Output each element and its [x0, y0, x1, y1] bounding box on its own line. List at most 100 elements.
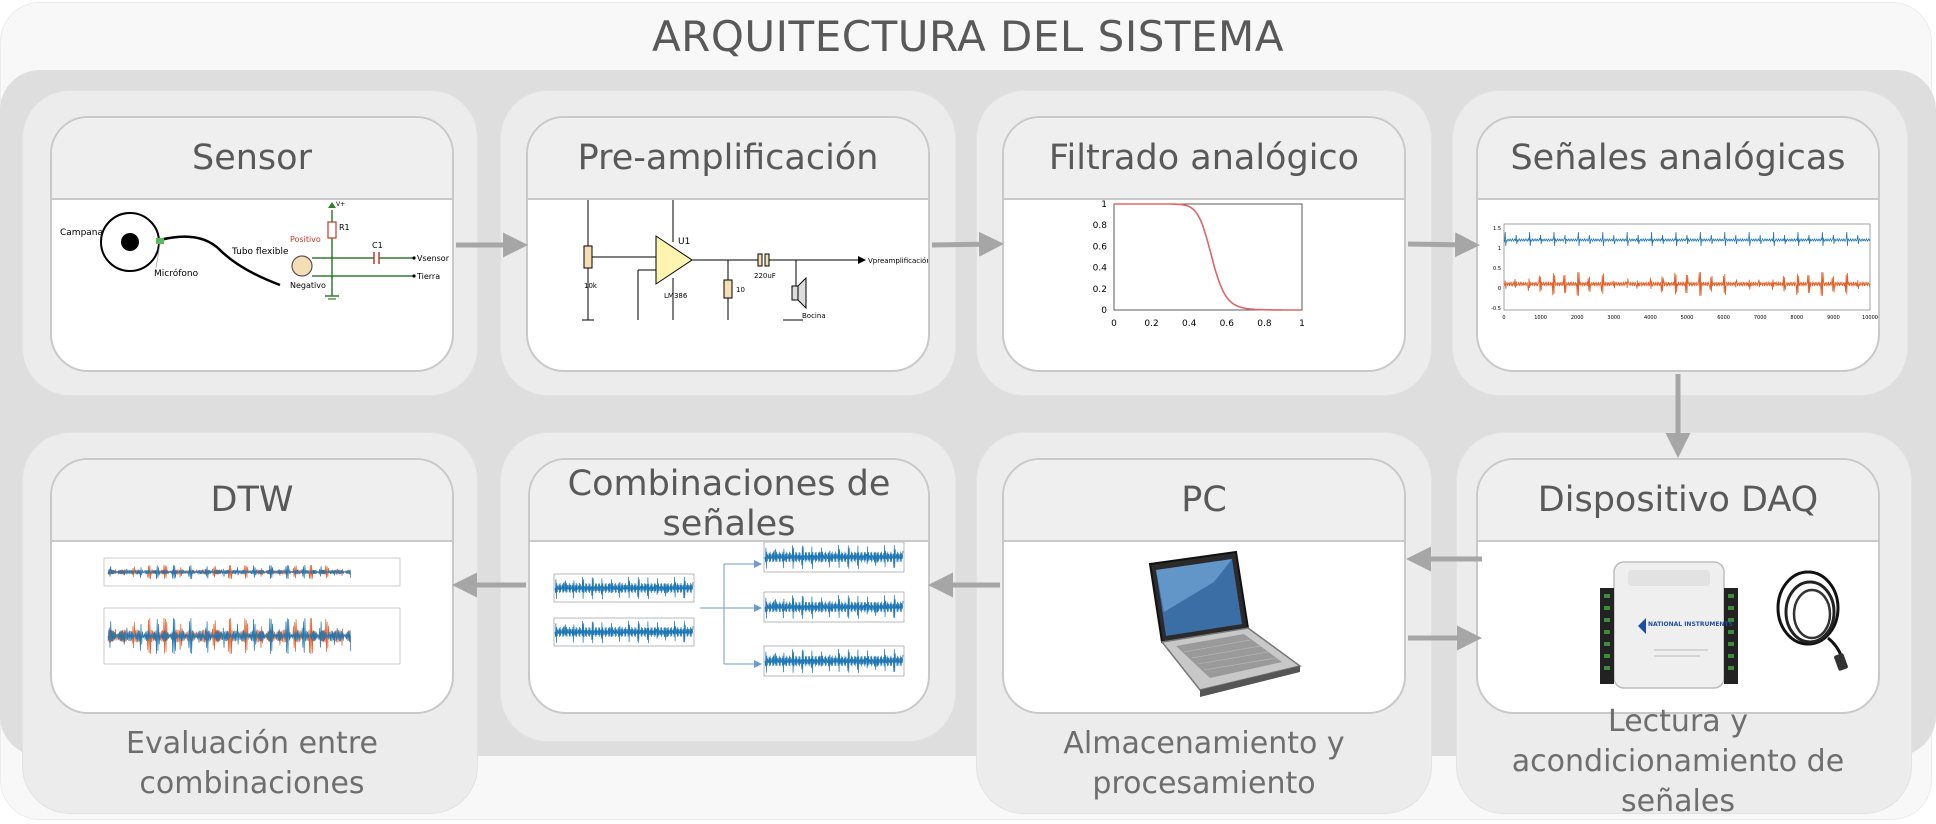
dtw-alignment-plots [103, 557, 401, 665]
y-tick-label: -0.5 [1491, 306, 1501, 312]
x-tick-label: 8000 [1790, 315, 1803, 321]
x-tick-label: 5000 [1681, 315, 1694, 321]
card-title: Señales analógicas [1478, 118, 1878, 200]
r10-label: 10 [736, 286, 745, 294]
y-tick-label: 1 [1498, 246, 1501, 252]
x-tick-label: 0.8 [1257, 319, 1272, 329]
card-title: Sensor [52, 118, 452, 200]
x-tick-label: 7000 [1754, 315, 1767, 321]
card-title: Dispositivo DAQ [1478, 460, 1878, 542]
series-line-orange [107, 617, 352, 655]
y-tick-label: 0 [1101, 306, 1107, 316]
caption-pc: Almacenamiento y procesamiento [1063, 726, 1345, 801]
x-tick-label: 9000 [1827, 315, 1840, 321]
caption-daq: Lectura y acondicionamiento de señales [1511, 704, 1845, 819]
x-tick-label: 4000 [1644, 315, 1657, 321]
y-tick-label: 0.8 [1093, 221, 1108, 231]
usb-cable-icon [1776, 570, 1840, 646]
lm-label: LM386 [664, 292, 688, 300]
series-line-blue [764, 594, 904, 620]
tierra-label: Tierra [416, 272, 440, 281]
x-tick-label: 3000 [1607, 315, 1620, 321]
terminal-block-left [1600, 588, 1614, 684]
card-filtro: Filtrado analógico 0 0.2 0.4 0.6 0.8 1 0 0.2 0.4… [1002, 116, 1406, 372]
campana-label: Campana [60, 228, 103, 238]
x-tick-label: 0 [1111, 319, 1117, 329]
arrow-preamp-to-filtro [931, 231, 1004, 257]
card-title: PC [1004, 460, 1404, 542]
x-tick-label: 1000 [1534, 315, 1547, 321]
y-tick-label: 0 [1498, 286, 1501, 292]
series-line-orange [107, 564, 352, 580]
positivo-label: Positivo [290, 235, 321, 244]
card-sensor: Sensor Campana Micrófono Tubo flexible P… [50, 116, 454, 372]
arrow-filtro-to-senales [1407, 232, 1480, 258]
output-label: Vpreamplificación [868, 257, 928, 265]
tubo-label: Tubo flexible [231, 247, 289, 257]
x-tick-label: 0 [1502, 315, 1505, 321]
series-line-blue [107, 618, 352, 654]
card-preamp: Pre-amplificación 10k U1 LM386 10 220uF [526, 116, 930, 372]
caption-dtw: Evaluación entre combinaciones [126, 726, 378, 801]
series-line-blue [554, 576, 694, 600]
diagram-title: ARQUITECTURA DEL SISTEMA [651, 12, 1285, 61]
opamp-lm386 [655, 235, 693, 285]
y-tick-label: 0.5 [1493, 266, 1501, 272]
x-tick-label: 2000 [1571, 315, 1584, 321]
resistor-r1 [327, 221, 337, 239]
series-line-orange [1503, 271, 1871, 297]
u1-label: U1 [678, 237, 690, 247]
card-combinaciones: Combinaciones de señales [528, 458, 930, 714]
r1-label: R1 [339, 223, 350, 232]
series-line-blue [764, 544, 904, 570]
vcc-label: V+ [336, 201, 345, 208]
plot-area [1113, 203, 1303, 311]
microphone-icon [156, 238, 164, 244]
c1-label: C1 [372, 241, 383, 250]
card-daq: Dispositivo DAQ NATIONAL INSTRUMENTS [1476, 458, 1880, 714]
combination-connector [700, 563, 754, 665]
y-tick-label: 0.2 [1093, 285, 1107, 295]
connector-arrowhead [754, 560, 762, 568]
laptop-icon [1148, 550, 1302, 697]
card-title: Filtrado analógico [1004, 118, 1404, 200]
bocina-label: Bocina [802, 312, 826, 320]
card-pc: PC [1002, 458, 1406, 714]
filter-curve [1114, 203, 1302, 311]
x-tick-label: 0.4 [1182, 319, 1197, 329]
connector-arrowhead [754, 660, 762, 668]
capacitor-220uf [757, 253, 763, 267]
y-tick-label: 0.6 [1093, 242, 1108, 252]
preamp-circuit-diagram: 10k U1 LM386 10 220uF Vpreamplificación [582, 200, 928, 321]
negativo-label: Negativo [290, 281, 326, 290]
series-line-blue [107, 565, 352, 580]
ni-brand-label: NATIONAL INSTRUMENTS [1648, 621, 1733, 628]
card-dtw: DTW [50, 458, 454, 714]
y-tick-label: 1.5 [1493, 226, 1501, 232]
terminal-block-right [1724, 588, 1738, 684]
microphone-capsule [291, 255, 313, 277]
filter-response-chart: 0 0.2 0.4 0.6 0.8 1 0 0.2 0.4 0.6 0.8 1 [1093, 200, 1305, 329]
daq-device-icon: NATIONAL INSTRUMENTS [1600, 561, 1848, 689]
sensor-circuit-diagram: Campana Micrófono Tubo flexible Positivo… [60, 201, 450, 300]
signal-combinations-plots [553, 541, 905, 677]
connector-arrowhead [754, 604, 762, 612]
series-line-blue [1503, 231, 1871, 247]
series-line-blue [764, 648, 904, 674]
x-tick-label: 6000 [1717, 315, 1730, 321]
microfono-label: Micrófono [154, 268, 199, 279]
vsensor-label: Vsensor [417, 254, 450, 263]
y-tick-label: 1 [1101, 200, 1107, 210]
y-tick-label: 0.4 [1093, 264, 1108, 274]
flexible-tube [159, 235, 281, 287]
card-senales: Señales analógicas 0 1000 2000 3000 4000 5000… [1476, 116, 1880, 372]
x-tick-label: 1 [1299, 319, 1305, 329]
card-title: Pre-amplificación [528, 118, 928, 200]
x-tick-label: 10000 [1862, 315, 1878, 321]
card-title: DTW [52, 460, 452, 542]
x-tick-label: 0.6 [1220, 319, 1235, 329]
x-tick-label: 0.2 [1144, 319, 1158, 329]
r10k-label: 10k [584, 282, 598, 290]
